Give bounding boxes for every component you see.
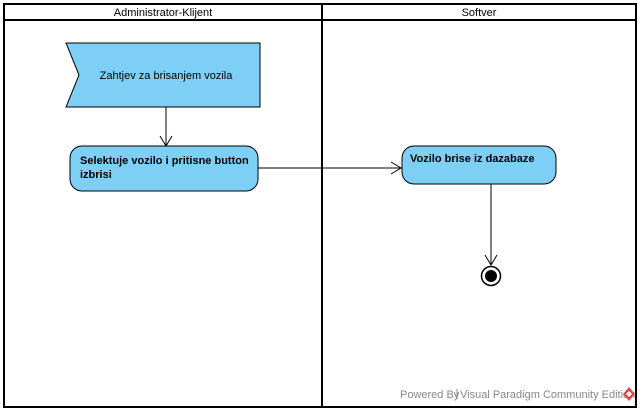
signal-event-shape [65,42,261,108]
signal-event-node[interactable]: Zahtjev za brisanjem vozila [65,42,261,108]
watermark-powered-by: Powered By [400,389,460,401]
signal-event-label: Zahtjev za brisanjem vozila [100,70,234,82]
watermark: Powered By Visual Paradigm Community Edi… [400,387,635,401]
lane-title-softver: Softver [462,7,497,19]
activity-final-icon[interactable] [480,265,502,287]
flow-arrowhead-icon [484,254,498,266]
flow-arrowhead-icon [390,161,402,175]
action-delete-vehicle-shape [401,145,557,185]
action-select-vehicle[interactable]: Selektuje vozilo i pritisne button izbri… [69,145,259,192]
action-select-vehicle-line-2: izbrisi [80,169,112,181]
control-flow-select-to-delete[interactable] [258,161,402,175]
action-delete-vehicle-label: Vozilo brise iz dazabaze [410,153,535,165]
control-flow-delete-to-final[interactable] [484,184,498,266]
action-delete-vehicle[interactable]: Vozilo brise iz dazabaze [401,145,557,185]
visual-paradigm-logo-icon [623,387,635,401]
lane-title-administrator-klijent: Administrator-Klijent [114,7,212,19]
final-node-inner-dot [485,270,497,282]
action-select-vehicle-line-1: Selektuje vozilo i pritisne button [80,155,249,167]
watermark-product: Visual Paradigm Community Edition [460,389,635,401]
